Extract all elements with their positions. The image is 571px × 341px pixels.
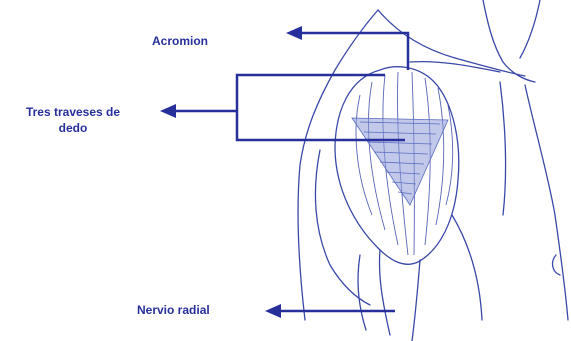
three-fingers-label-line1: Tres traveses de [8,104,138,120]
radial-nerve-label: Nervio radial [137,302,210,318]
arrow-heads [160,26,302,318]
injection-zone-hatching [352,118,448,205]
arm-outline [298,0,568,341]
acromion-leader [300,33,408,70]
fingers-arrowhead [160,104,176,118]
three-fingers-label: Tres traveses de dedo [8,104,138,136]
three-fingers-label-line2: dedo [8,120,138,136]
radial-nerve-arrowhead [265,304,281,318]
acromion-label: Acromion [152,33,208,49]
annotation-arrows [175,33,408,311]
acromion-arrowhead [286,26,302,40]
